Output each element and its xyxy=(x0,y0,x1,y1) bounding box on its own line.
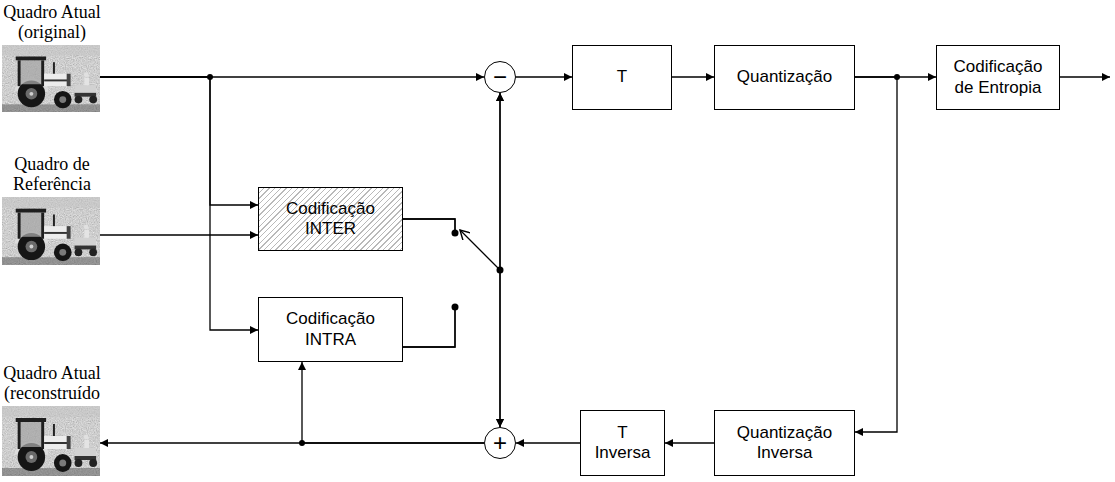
process-box: T xyxy=(572,45,672,110)
signal-arrow xyxy=(100,234,258,235)
signal-arrow xyxy=(403,93,500,270)
video-frame-photo xyxy=(2,406,100,476)
signal-arrow xyxy=(100,77,258,330)
caption-block: Quadro de Referência xyxy=(0,154,112,195)
process-box: T Inversa xyxy=(580,410,665,476)
text-block: Quantização Inversa xyxy=(725,423,845,463)
box-label: Codificação INTRA xyxy=(276,309,386,349)
signal-arrow xyxy=(403,270,500,427)
video-frame: Quadro Atual (reconstruído xyxy=(2,406,100,476)
output-arrow xyxy=(1060,76,1110,77)
signal-arrow xyxy=(665,442,714,443)
process-box: Quantização xyxy=(714,45,855,110)
signal-arrow xyxy=(302,362,484,443)
operator-sign: + xyxy=(493,431,507,455)
box-label: Codificação de Entropia xyxy=(946,57,1050,97)
text-block: − xyxy=(493,65,507,89)
process-box: Codificação INTER xyxy=(258,187,403,251)
signal-arrow xyxy=(855,77,897,432)
text-block: Quantização xyxy=(737,67,832,87)
box-label: Quantização Inversa xyxy=(725,423,845,463)
text-block: T Inversa xyxy=(592,423,654,463)
signal-arrow xyxy=(672,76,714,77)
signal-arrow xyxy=(100,77,258,205)
switch-contact xyxy=(452,304,459,311)
sum-junction: − xyxy=(484,61,516,93)
operator-sign: − xyxy=(493,65,507,89)
switch-pivot xyxy=(497,267,504,274)
junction-dot xyxy=(207,74,213,80)
caption-block: Quadro Atual (reconstruído xyxy=(0,363,112,404)
text-block: Codificação de Entropia xyxy=(946,57,1050,97)
process-box: Quantização Inversa xyxy=(714,410,855,476)
frame-caption: Quadro Atual (reconstruído xyxy=(0,363,112,404)
text-block: Codificação INTRA xyxy=(276,309,386,349)
frame-caption: Quadro Atual (original) xyxy=(0,2,112,43)
text-block: + xyxy=(493,431,507,455)
signal-arrow xyxy=(516,76,572,77)
signal-arrow xyxy=(516,442,580,443)
junction-dot xyxy=(894,74,900,80)
process-box: Codificação de Entropia xyxy=(936,45,1060,110)
video-frame: Quadro de Referência xyxy=(2,197,100,265)
text-block: Codificação INTER xyxy=(276,199,386,239)
caption-block: Quadro Atual (original) xyxy=(0,2,112,43)
box-label: Codificação INTER xyxy=(276,199,386,239)
box-label: Quantização xyxy=(737,67,832,87)
box-label: T xyxy=(617,67,627,87)
process-box: Codificação INTRA xyxy=(258,297,403,362)
signal-arrow xyxy=(403,219,500,427)
box-label: T Inversa xyxy=(592,423,654,463)
switch-lever xyxy=(460,230,500,270)
signal-arrow xyxy=(403,93,500,347)
frame-caption: Quadro de Referência xyxy=(0,154,112,195)
video-frame-photo xyxy=(2,197,100,265)
video-frame: Quadro Atual (original) xyxy=(2,45,100,112)
junction-dot xyxy=(299,440,305,446)
text-block: T xyxy=(617,67,627,87)
video-frame-photo xyxy=(2,45,100,112)
switch-contact xyxy=(452,230,459,237)
sum-junction: + xyxy=(484,427,516,459)
